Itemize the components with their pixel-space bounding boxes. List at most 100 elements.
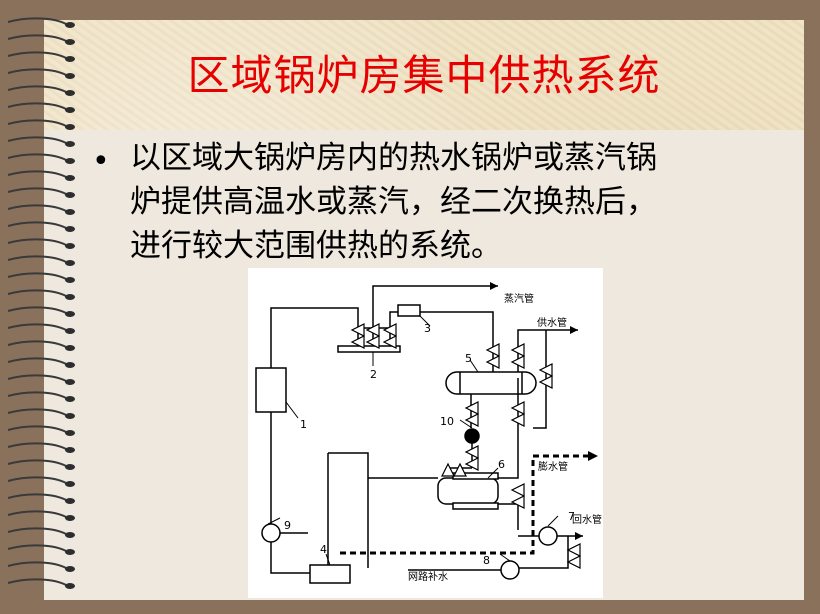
binding-hole [65,107,75,113]
diagram-svg: 1 2 3 4 5 6 7 8 9 10 蒸汽管 供水管 膨水管 回水管 网路补… [255,282,602,584]
binding-ring [7,204,67,212]
binding-ring [7,221,67,229]
binding-ring [7,340,67,348]
component-number: 1 [300,418,307,431]
binding-hole [65,481,75,487]
binding-hole [65,549,75,555]
component-number: 3 [424,322,431,335]
makeup-pump [500,560,520,580]
component-number: 9 [284,519,291,532]
binding-hole [65,566,75,572]
binding-hole [65,243,75,249]
binding-ring [7,323,67,331]
component-number: 2 [370,368,377,381]
binding-hole [65,396,75,402]
binding-ring [7,85,67,93]
binding-ring [7,289,67,297]
binding-hole [65,209,75,215]
binding-ring [7,102,67,110]
supply-pipe-label: 供水管 [537,316,567,329]
binding-ring [7,136,67,144]
binding-ring [7,68,67,76]
component-number: 10 [440,415,454,428]
binding-hole [65,39,75,45]
binding-hole [65,583,75,589]
binding-ring [7,255,67,263]
steam-pipe-label: 蒸汽管 [504,292,534,305]
return-pipe-label: 回水管 [572,513,602,526]
binding-ring [7,119,67,127]
binding-ring [7,391,67,399]
component-number: 5 [465,352,472,365]
binding-hole [65,294,75,300]
component-number: 7 [568,510,575,523]
binding-hole [65,379,75,385]
binding-ring [7,544,67,552]
binding-ring [7,408,67,416]
binding-ring [7,272,67,280]
binding-ring [7,527,67,535]
binding-hole [65,277,75,283]
binding-hole [65,311,75,317]
binding-ring [7,17,67,25]
binding-hole [65,90,75,96]
binding-hole [65,22,75,28]
binding-hole [65,73,75,79]
binding-hole [65,498,75,504]
component-number: 8 [483,554,490,567]
water-heat-exchanger [437,477,499,505]
binding-hole [65,175,75,181]
binding-hole [65,447,75,453]
binding-ring [7,442,67,450]
circulation-pump [261,523,281,543]
bullet-line: 炉提供高温水或蒸汽，经二次换热后， [130,184,657,220]
binding-hole [65,362,75,368]
binding-hole [65,260,75,266]
binding-ring [7,510,67,518]
binding-hole [65,532,75,538]
expansion-tank [309,564,351,584]
binding-ring [7,561,67,569]
bullet-line: 进行较大范围供热的系统。 [130,228,502,264]
boiler [255,367,287,413]
binding-ring [7,170,67,178]
binding-ring [7,357,67,365]
binding-hole [65,328,75,334]
binding-ring [7,493,67,501]
binding-ring [7,34,67,42]
component-number: 4 [320,543,327,556]
binding-ring [7,153,67,161]
binding-hole [65,345,75,351]
steam-trap [464,428,480,444]
binding-ring [7,476,67,484]
pressure-reducer [397,304,421,317]
binding-hole [65,141,75,147]
bullet-line: 以区域大锅炉房内的热水锅炉或蒸汽锅 [130,140,657,176]
bullet-text: 以区域大锅炉房内的热水锅炉或蒸汽锅 炉提供高温水或蒸汽，经二次换热后， 进行较大… [130,136,780,268]
binding-hole [65,192,75,198]
bullet-icon: • [92,144,110,179]
steam-header [337,345,401,353]
binding-hole [65,158,75,164]
binding-hole [65,430,75,436]
return-pump [538,526,558,546]
binding-hole [65,124,75,130]
slide-title: 区域锅炉房集中供热系统 [187,51,661,100]
binding-ring [7,238,67,246]
binding-ring [7,374,67,382]
binding-hole [65,56,75,62]
binding-ring [7,51,67,59]
binding-hole [65,515,75,521]
heating-system-diagram: 1 2 3 4 5 6 7 8 9 10 蒸汽管 供水管 膨水管 回水管 网路补… [248,268,603,598]
binding-ring [7,578,67,586]
binding-ring [7,425,67,433]
binding-hole [65,464,75,470]
binding-ring [7,306,67,314]
makeup-pipe-label: 膨水管 [538,460,568,473]
network-makeup-label: 网路补水 [408,570,448,583]
binding-hole [65,226,75,232]
binding-hole [65,413,75,419]
spiral-binding [7,17,75,589]
binding-ring [7,187,67,195]
heat-exchanger [445,371,537,395]
